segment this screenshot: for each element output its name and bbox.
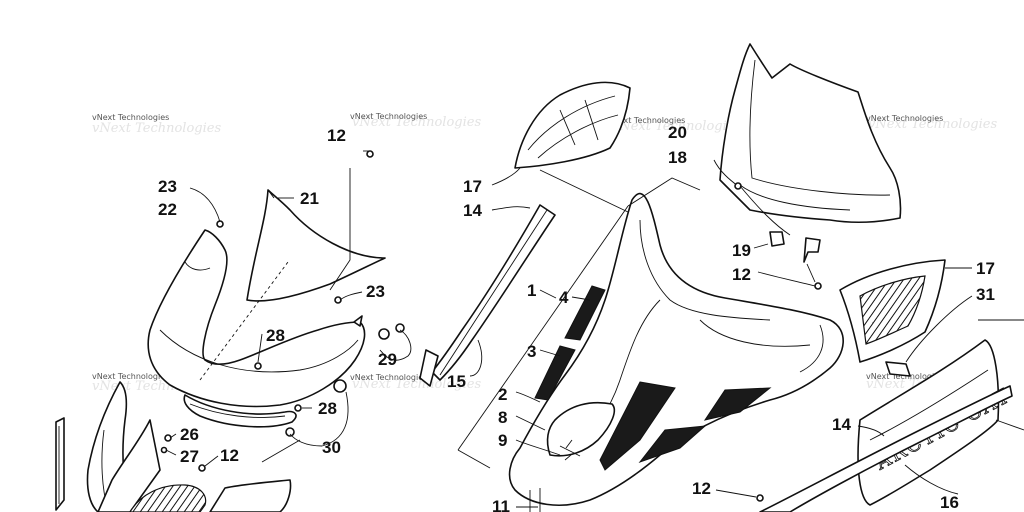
fastener-27	[160, 446, 168, 454]
callout-26: 26	[180, 425, 199, 444]
watermark-ghost: vNext Technologies	[352, 377, 481, 392]
clip-arrow	[353, 315, 363, 327]
callout-15: 15	[447, 372, 466, 391]
part-19-bracket	[769, 231, 785, 247]
part-15-trim	[419, 349, 439, 387]
callout-29: 29	[378, 350, 397, 369]
watermark: vNext Technologies	[866, 114, 943, 123]
callout-30: 30	[322, 438, 341, 457]
part-19-bracket-b	[803, 237, 821, 263]
part-4-vent	[564, 285, 606, 341]
fastener-12c	[814, 282, 822, 290]
callout-4: 4	[559, 288, 569, 307]
callout-12: 12	[732, 265, 751, 284]
fastener-12d	[756, 494, 764, 502]
callout-9: 9	[498, 431, 507, 450]
callout-16: 16	[940, 493, 959, 512]
side-trim-strip	[55, 417, 65, 511]
part-1-vent-c	[638, 425, 707, 464]
lower-cowl-piece	[97, 419, 161, 512]
left-dash-assembly	[55, 150, 412, 512]
watermark: vNext Technologies	[350, 112, 427, 121]
fastener-29a	[378, 328, 390, 340]
callout-19: 19	[732, 241, 751, 260]
watermark-ghost: vNext Technologies	[868, 117, 997, 132]
fastener-28a	[254, 362, 262, 370]
callout-21: 21	[300, 189, 319, 208]
callout-28: 28	[266, 326, 285, 345]
fastener-26	[164, 434, 172, 442]
watermark: vNext Technologies	[866, 372, 943, 381]
callout-labels: 12 23 22 21 23 28 29 28 30 26 27 12 17 1…	[158, 123, 995, 512]
callout-20: 20	[668, 123, 687, 142]
callout-12: 12	[692, 479, 711, 498]
watermark: vNext Technologies	[92, 372, 169, 381]
callout-31: 31	[976, 285, 995, 304]
watermark: vNext Technologies	[608, 116, 685, 125]
callout-22: 22	[158, 200, 177, 219]
part-11-base	[209, 479, 292, 512]
callout-27: 27	[180, 447, 199, 466]
callout-14: 14	[832, 415, 851, 434]
fastener-23b	[334, 296, 342, 304]
watermark-ghost: vNext Technologies	[352, 115, 481, 130]
part-1-vent-a	[599, 381, 676, 471]
callout-11: 11	[492, 497, 510, 512]
callout-18: 18	[668, 148, 687, 167]
callout-12: 12	[220, 446, 239, 465]
callout-14: 14	[463, 201, 482, 220]
fastener-12a	[366, 150, 374, 158]
watermark: vNext Technologies	[92, 113, 169, 122]
watermark-ghost: vNext Technologies	[612, 119, 741, 134]
part-16-side-panel	[857, 339, 1000, 506]
callout-23: 23	[366, 282, 385, 301]
fastener-29b	[395, 323, 405, 333]
fastener-30a	[333, 379, 347, 393]
fastener-12b	[198, 464, 206, 472]
callout-3: 3	[527, 342, 536, 361]
fastener-30b	[285, 427, 295, 437]
part-8-lens	[546, 401, 616, 457]
right-windshield-assembly: ARCTIC CAT	[713, 43, 1024, 512]
part-21-panel	[246, 189, 386, 302]
callout-8: 8	[498, 408, 507, 427]
part-3-vent	[534, 345, 576, 401]
part-20-windshield	[719, 43, 902, 223]
part-1-vent-b	[703, 387, 772, 421]
part-17-vent	[514, 81, 631, 169]
part-17-mesh	[859, 275, 926, 345]
callout-2: 2	[498, 385, 507, 404]
callout-28: 28	[318, 399, 337, 418]
part-14-strip-right	[759, 385, 1013, 512]
watermark-ghost: vNext Technologies	[92, 121, 221, 136]
callout-17: 17	[463, 177, 482, 196]
watermark: vNext Technologies	[350, 373, 427, 382]
lower-vent-grille	[129, 484, 207, 512]
part-30-lip	[183, 394, 297, 428]
callout-17: 17	[976, 259, 995, 278]
fastener-28b	[294, 404, 302, 412]
part-31-clip	[885, 361, 911, 377]
center-hood-assembly	[419, 81, 844, 512]
callout-12: 12	[327, 126, 346, 145]
callout-1: 1	[527, 281, 536, 300]
callout-23: 23	[158, 177, 177, 196]
